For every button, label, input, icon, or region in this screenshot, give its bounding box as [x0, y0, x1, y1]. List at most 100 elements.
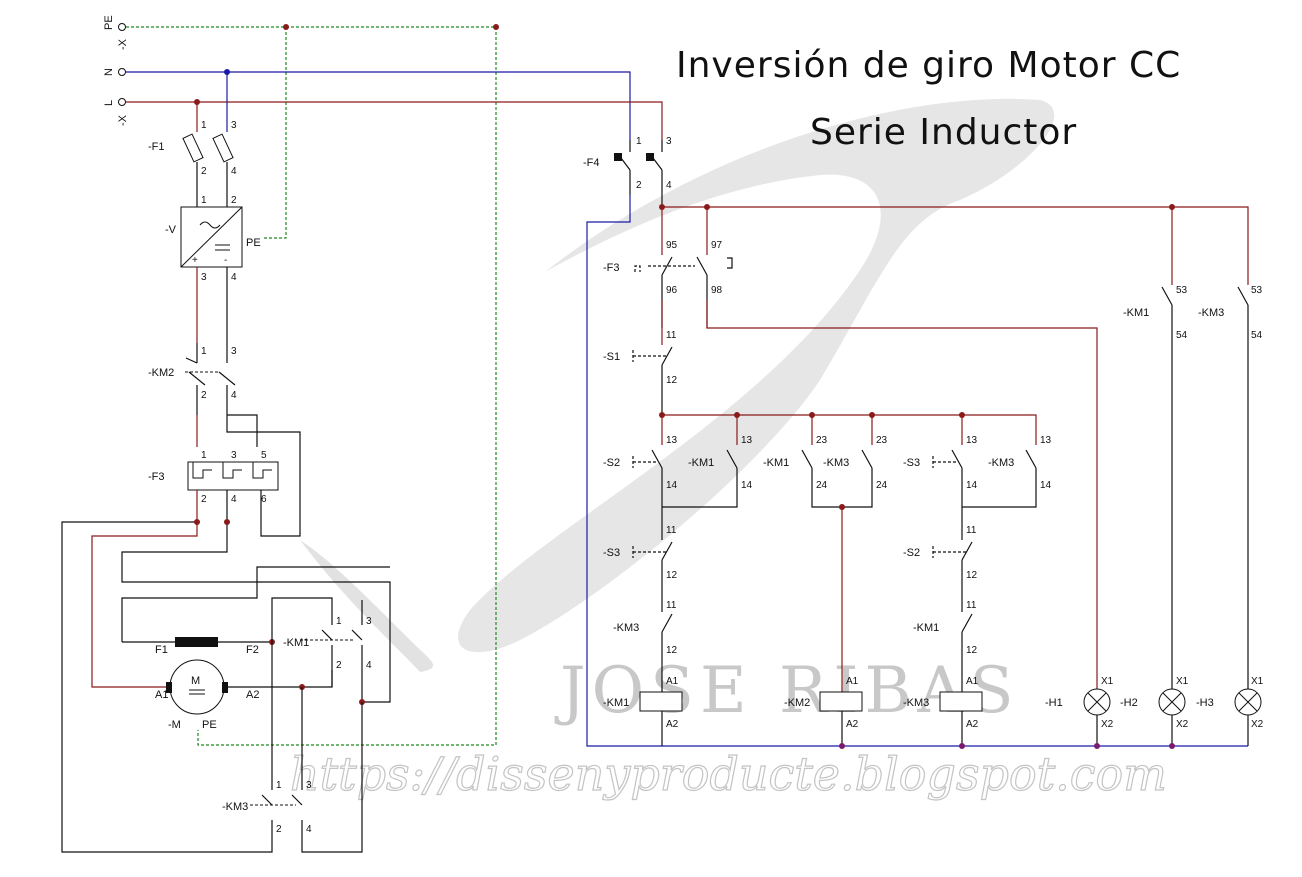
wire-f1-v	[196, 162, 228, 207]
s2-km1-contacts	[651, 449, 738, 508]
label-v: -V	[165, 224, 177, 236]
terminal-pe-label: PE	[103, 15, 115, 30]
branch3-interlocks	[961, 507, 973, 692]
f3-aux-contacts	[661, 256, 708, 328]
junction-km2	[839, 504, 845, 510]
pin-v-3: 3	[201, 272, 207, 283]
pin-km3-11: 11	[666, 600, 677, 611]
control-live-top	[662, 206, 1249, 285]
km2-contact-1	[185, 343, 206, 415]
pin-km1-11: 11	[966, 600, 977, 611]
pin-km2-1: 1	[201, 346, 207, 357]
pin-s2-12: 12	[966, 570, 978, 581]
f4-breaker	[620, 140, 663, 207]
lamp-h1	[1083, 688, 1111, 716]
label-km2-power: -KM2	[148, 367, 174, 379]
label-coil-km3: -KM3	[903, 697, 929, 709]
pin-v-minus: -	[224, 255, 227, 266]
junction-neutral-1	[839, 743, 845, 749]
ac-symbol-icon	[199, 221, 221, 229]
f3-aux-bracket	[727, 257, 733, 269]
wire-h1	[706, 300, 1098, 690]
pin-s3-11: 11	[666, 525, 677, 536]
label-s1: -S1	[603, 351, 620, 363]
junction-f3-2	[224, 519, 230, 525]
label-coil-km2: -KM2	[784, 697, 810, 709]
label-km3-branch2: -KM3	[823, 457, 849, 469]
terminal-l-label: L	[103, 100, 115, 106]
pin-km1-4: 4	[366, 660, 372, 671]
pin-km2-4: 4	[231, 390, 237, 401]
f3-element-1	[192, 462, 212, 479]
km3-wiring	[271, 642, 363, 853]
pe-junction-end	[493, 24, 499, 30]
branch1-interlocks	[661, 507, 673, 692]
label-km1-power: -KM1	[283, 637, 309, 649]
label-motor: -M	[168, 719, 181, 731]
junction-neutral-2	[959, 743, 965, 749]
pin-km3-3: 3	[306, 780, 312, 791]
km1-power-contact	[321, 629, 363, 702]
junction-branch-1	[659, 412, 665, 418]
pin-km1-13: 13	[741, 435, 753, 446]
label-field-f2: F2	[246, 644, 259, 656]
pe-wire-supply	[262, 27, 287, 239]
pin-h1-x2: X2	[1101, 719, 1114, 730]
wire-f3-aux	[661, 207, 708, 255]
pin-f1-1: 1	[201, 120, 207, 131]
pin-s2-13: 13	[666, 435, 678, 446]
label-s2-nc: -S2	[903, 547, 920, 559]
watermark: JOSE RIBAS https://dissenyproducte.blogs…	[289, 98, 1167, 802]
label-h1: -H1	[1045, 697, 1063, 709]
pin-v-2: 2	[231, 195, 237, 206]
pin-f3-2: 2	[201, 494, 207, 505]
pin-km3-23: 23	[876, 435, 888, 446]
s1-pushbutton	[632, 350, 668, 362]
supply-terminals: PE -X N L -X	[103, 15, 129, 126]
watermark-name: JOSE RIBAS	[554, 654, 1020, 728]
pin-km3-2: 2	[276, 824, 282, 835]
field-winding	[175, 637, 218, 647]
motor-m	[169, 659, 225, 715]
f3-element-2	[222, 462, 242, 479]
junction-f3-1	[194, 519, 200, 525]
pin-km3-a2: A2	[966, 719, 979, 730]
wire-f3-a1	[91, 490, 198, 688]
n-wire	[126, 71, 631, 140]
pin-km3-13: 13	[1040, 435, 1052, 446]
signal-contacts	[1161, 286, 1249, 690]
pin-f4-4: 4	[666, 180, 672, 191]
pin-km2-3: 3	[231, 346, 237, 357]
junction-live-3	[1169, 204, 1175, 210]
pin-f3-6: 6	[261, 494, 267, 505]
label-coil-km1: -KM1	[603, 697, 629, 709]
s2-pushbutton-nc	[932, 546, 968, 558]
pin-f3-95: 95	[666, 240, 678, 251]
km2-contact-2	[218, 343, 236, 415]
coil-km3	[939, 691, 983, 712]
wire-a2	[228, 670, 333, 688]
pin-s2-11: 11	[966, 525, 977, 536]
s3-pushbutton-nc	[632, 546, 668, 558]
lamp-h2-cross	[1162, 692, 1182, 712]
pin-km2-2: 2	[201, 390, 207, 401]
wire-f3-km1	[121, 490, 391, 703]
pin-km3-1: 1	[276, 780, 282, 791]
s3-km3-contacts	[951, 449, 1037, 508]
motor-brush-a2	[222, 682, 228, 693]
pin-km3-54: 54	[1251, 330, 1263, 341]
terminal-n	[118, 68, 126, 76]
pin-f1-4: 4	[231, 166, 237, 177]
motor-dc-icon	[189, 689, 205, 695]
pin-h2-x1: X1	[1176, 676, 1189, 687]
pin-v-4: 4	[231, 272, 237, 283]
pin-h1-x1: X1	[1101, 676, 1114, 687]
pin-km3-14: 14	[1040, 480, 1052, 491]
pin-f4-1: 1	[636, 136, 642, 147]
label-s2: -S2	[603, 457, 620, 469]
pin-km2-a2: A2	[846, 719, 859, 730]
pin-s3-13: 13	[966, 435, 978, 446]
fuse-f1-1	[182, 133, 204, 163]
pin-km3-53: 53	[1251, 285, 1263, 296]
